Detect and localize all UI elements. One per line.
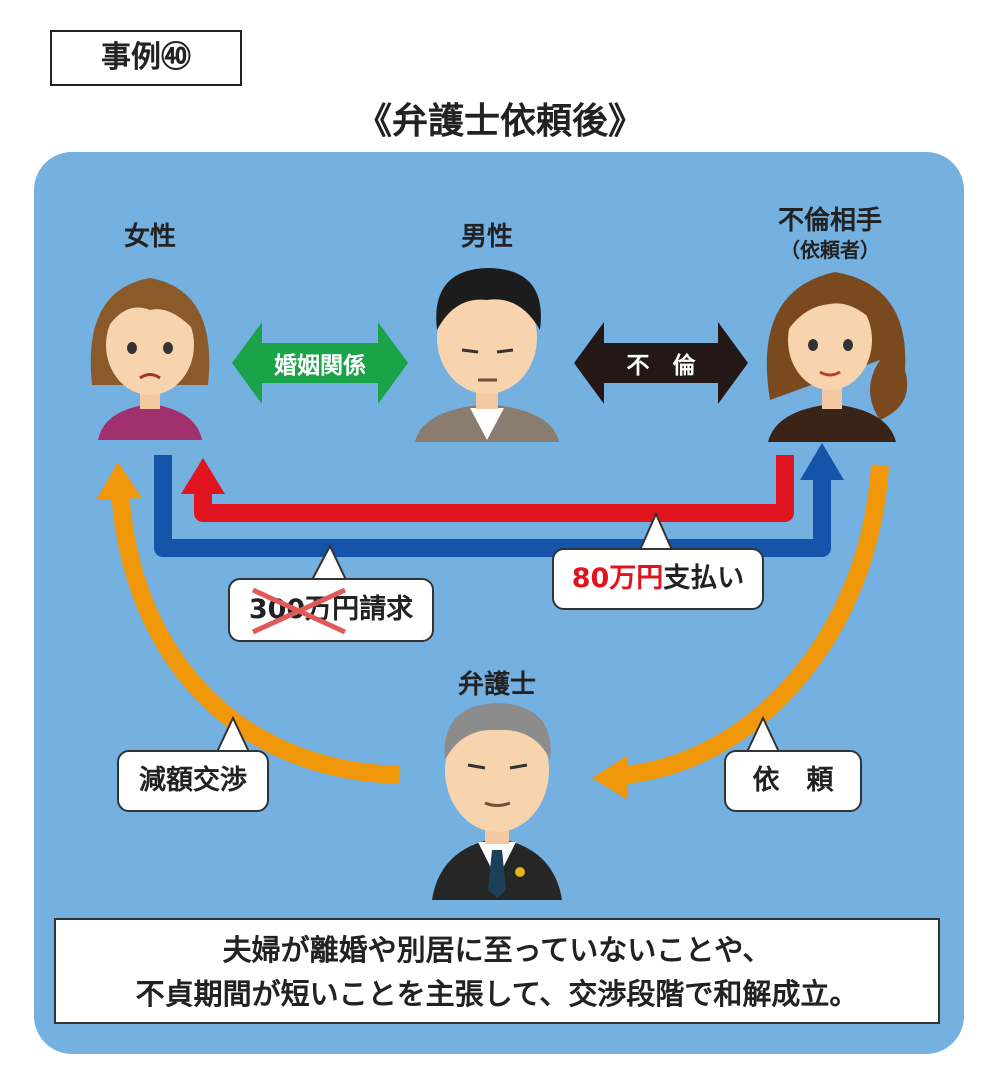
woman-label: 女性 [123,222,176,252]
claim-bubble: 300万円 請求 [228,578,434,642]
affair-label: 不 倫 [626,353,696,379]
page-title: 《弁護士依頼後》 [355,101,644,142]
negotiation-bubble: 減額交渉 [117,750,269,812]
affair-arrow [574,322,748,404]
request-bubble: 依 頼 [724,750,862,812]
request-arrow [592,464,889,800]
marriage-label: 婚姻関係 [274,353,366,379]
lawyer-illustration [432,703,562,900]
marriage-arrow [232,322,408,404]
claim-arrow [154,443,844,557]
summary-line-1: 夫婦が離婚や別居に至っていないことや、 [222,933,772,967]
negotiation-arrow [96,462,401,784]
lawyer-label: 弁護士 [457,670,536,700]
affair-partner-sublabel: （依頼者） [780,238,880,262]
affair-partner-label: 不倫相手 [777,206,882,236]
payment-amount: 80万円 [571,563,664,594]
payment-arrow [181,455,794,522]
woman-illustration [90,278,210,440]
man-label: 男性 [460,222,513,252]
case-label: 事例㊵ [50,30,242,86]
claim-suffix: 請求 [359,594,414,625]
affair-partner-illustration [766,272,908,442]
man-illustration [415,268,559,442]
summary-line-2: 不貞期間が短いことを主張して、交渉段階で和解成立。 [135,977,859,1011]
strikethrough-icon [251,587,346,635]
summary-box: 夫婦が離婚や別居に至っていないことや、 不貞期間が短いことを主張して、交渉段階で… [54,918,940,1024]
payment-suffix: 支払い [663,563,745,594]
payment-bubble: 80万円支払い [552,548,764,610]
